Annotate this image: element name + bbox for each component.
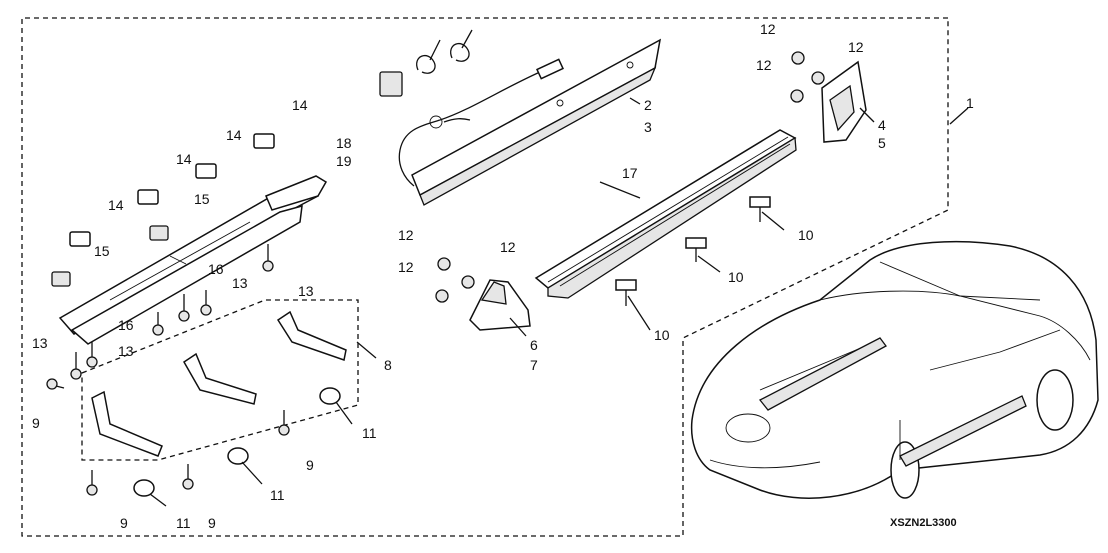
running-board-step-part <box>534 129 797 299</box>
callout-15b: 15 <box>94 243 110 259</box>
callout-5: 5 <box>878 135 886 151</box>
callout-14d: 14 <box>108 197 124 213</box>
callout-7: 7 <box>530 357 538 373</box>
callout-10a: 10 <box>798 227 814 243</box>
callout-3: 3 <box>644 119 652 135</box>
callout-13c: 13 <box>118 343 134 359</box>
bolt-part <box>46 244 290 496</box>
callout-13d: 13 <box>32 335 48 351</box>
callout-17: 17 <box>622 165 638 181</box>
bracket-set-dashed-boundary <box>81 299 359 461</box>
callout-10c: 10 <box>654 327 670 343</box>
callout-18: 18 <box>336 135 352 151</box>
callout-9a: 9 <box>32 415 40 431</box>
callout-15a: 15 <box>194 191 210 207</box>
callout-11c: 11 <box>176 515 191 531</box>
callout-labels: 1 2 3 4 5 6 7 8 9 9 9 9 10 10 10 11 11 1… <box>32 21 974 531</box>
callout-13a: 13 <box>298 283 314 299</box>
callout-8: 8 <box>384 357 392 373</box>
clip-15-part <box>51 225 169 287</box>
nut-12-part <box>435 51 825 303</box>
rear-end-cap-part <box>821 60 867 143</box>
flange-nut-11-part <box>133 387 341 497</box>
callout-12a: 12 <box>760 21 776 37</box>
callout-11b: 11 <box>270 487 285 503</box>
callout-9c: 9 <box>120 515 128 531</box>
front-end-cap-part <box>469 279 531 331</box>
callout-6: 6 <box>530 337 538 353</box>
callout-16b: 16 <box>118 317 134 333</box>
clip-14-part <box>69 133 275 247</box>
callout-14c: 14 <box>176 151 192 167</box>
callout-12b: 12 <box>848 39 864 55</box>
mounting-rail-part <box>58 175 328 345</box>
diagram-code: XSZN2L3300 <box>890 517 957 529</box>
callout-10b: 10 <box>728 269 744 285</box>
callout-14a: 14 <box>292 97 308 113</box>
callout-12c: 12 <box>756 57 772 73</box>
callout-16a: 16 <box>208 261 224 277</box>
leader-lines <box>149 97 969 507</box>
callout-19: 19 <box>336 153 352 169</box>
running-board-harness-part <box>379 29 662 206</box>
callout-12f: 12 <box>398 259 414 275</box>
callout-9b: 9 <box>306 457 314 473</box>
mounting-bracket-part <box>91 310 347 457</box>
callout-14b: 14 <box>226 127 242 143</box>
vehicle-illustration <box>690 240 1099 499</box>
clip-10-part <box>615 196 771 306</box>
callout-11a: 11 <box>362 425 377 441</box>
callout-13b: 13 <box>232 275 248 291</box>
callout-2: 2 <box>644 97 652 113</box>
callout-12d: 12 <box>398 227 414 243</box>
callout-9d: 9 <box>208 515 216 531</box>
callout-4: 4 <box>878 117 886 133</box>
callout-12e: 12 <box>500 239 516 255</box>
callout-1: 1 <box>966 95 974 111</box>
